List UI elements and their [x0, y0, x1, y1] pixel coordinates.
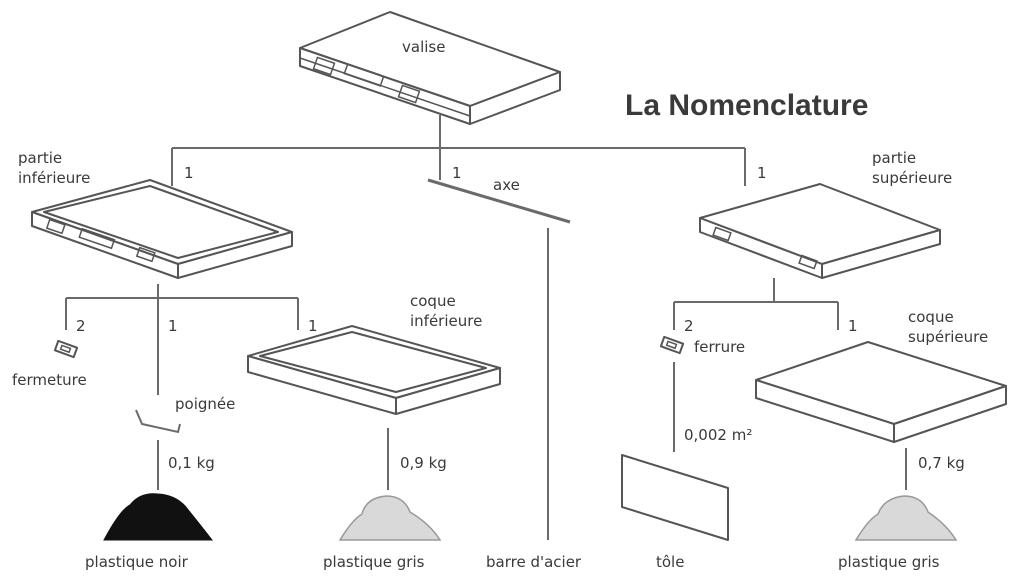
material-fitting: tôle	[656, 553, 684, 571]
qty-upper-shell: 1	[848, 317, 858, 335]
amount-upper-shell: 0,7 kg	[918, 454, 965, 472]
clasp-illustration	[53, 339, 79, 359]
sheet-metal-illustration	[621, 454, 729, 541]
suitcase-illustration	[299, 11, 561, 125]
node-label-fitting: ferrure	[694, 338, 745, 356]
node-label-lower-shell-text: coque	[410, 292, 456, 310]
node-label-clasp: fermeture	[12, 371, 87, 389]
black-plastic-illustration	[103, 493, 214, 541]
diagram-title: La Nomenclature	[625, 89, 868, 122]
qty-lower-shell: 1	[308, 317, 318, 335]
material-lower-shell: plastique gris	[323, 553, 425, 571]
amount-handle: 0,1 kg	[168, 454, 215, 472]
node-label-axis: axe	[493, 176, 520, 194]
node-label-upper-part-text-line2: supérieure	[872, 169, 952, 187]
material-handle: plastique noir	[85, 553, 189, 571]
node-label-upper-part: partie supérieure	[872, 149, 952, 187]
qty-fitting: 2	[684, 317, 694, 335]
fitting-illustration	[659, 335, 685, 355]
node-label-upper-part-text: partie	[872, 149, 916, 167]
node-label-lower-part-text-line2: inférieure	[18, 169, 90, 187]
amount-fitting: 0,002 m²	[684, 426, 752, 444]
lower-shell-illustration	[247, 325, 501, 415]
node-label-root: valise	[402, 38, 445, 56]
axis-rod-illustration	[427, 178, 571, 224]
node-label-upper-shell-text: coque	[908, 308, 954, 326]
qty-axis: 1	[452, 164, 462, 182]
amount-lower-shell: 0,9 kg	[400, 454, 447, 472]
upper-part-illustration	[699, 183, 941, 279]
handle-illustration	[135, 409, 181, 434]
qty-clasp: 2	[76, 317, 86, 335]
node-label-lower-part: partie inférieure	[18, 149, 90, 187]
lower-part-illustration	[31, 179, 293, 279]
node-label-upper-shell: coque supérieure	[908, 308, 988, 346]
upper-shell-illustration	[755, 341, 1007, 443]
grey-plastic-illustration	[854, 495, 958, 541]
qty-lower-part: 1	[184, 164, 194, 182]
node-label-lower-shell-text-line2: inférieure	[410, 312, 482, 330]
qty-handle: 1	[168, 317, 178, 335]
grey-plastic-illustration	[338, 495, 442, 541]
qty-upper-part: 1	[757, 164, 767, 182]
material-axis: barre d'acier	[486, 553, 582, 571]
node-label-upper-shell-text-line2: supérieure	[908, 328, 988, 346]
material-upper-shell: plastique gris	[838, 553, 940, 571]
node-label-lower-part-text: partie	[18, 149, 62, 167]
node-label-handle: poignée	[175, 395, 235, 413]
node-label-lower-shell: coque inférieure	[410, 292, 482, 330]
